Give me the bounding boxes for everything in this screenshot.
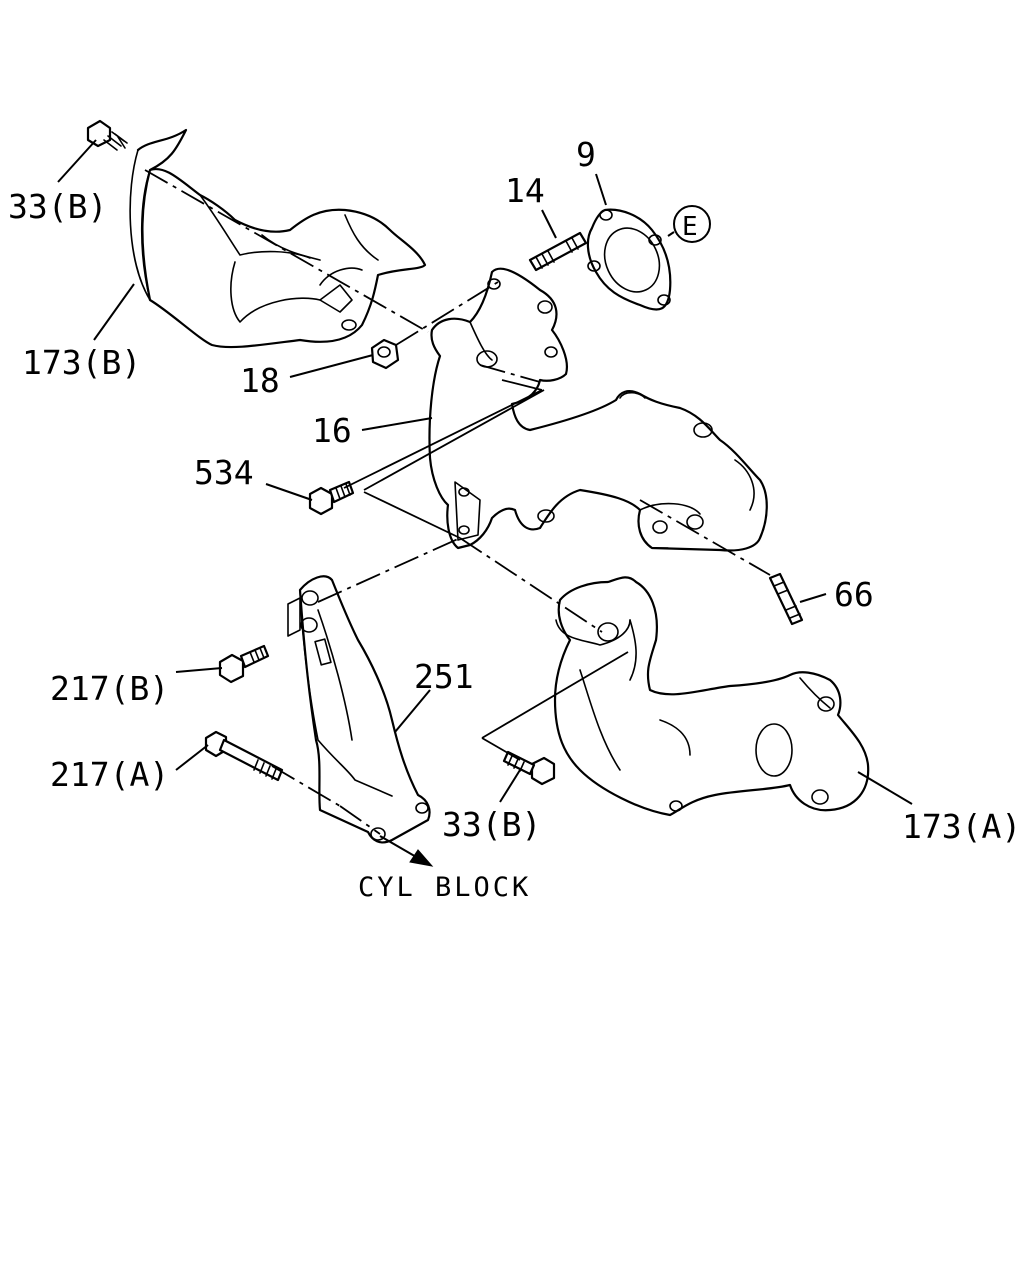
heat-shield-173a <box>553 576 870 817</box>
leader-lines <box>57 139 913 805</box>
label-33b-bottom: 33(B) <box>442 805 541 844</box>
alignment-lines <box>144 169 771 835</box>
label-cyl-block: CYL BLOCK <box>358 872 531 903</box>
label-16: 16 <box>312 411 352 450</box>
callout-e-circle <box>667 205 711 243</box>
bolt-217a <box>204 730 284 782</box>
nut-18 <box>370 338 400 370</box>
assembly-lines <box>343 379 629 761</box>
bolt-217b <box>218 644 270 684</box>
part-labels: 33(B) 173(B) 18 16 534 14 9 E 66 217(B) … <box>8 135 1021 903</box>
label-534: 534 <box>194 453 254 492</box>
label-251: 251 <box>414 657 474 696</box>
exhaust-manifold-16 <box>428 267 768 552</box>
stud-14 <box>528 231 588 272</box>
gasket-9 <box>586 208 672 311</box>
label-14: 14 <box>505 171 545 210</box>
label-33b-top: 33(B) <box>8 187 107 226</box>
label-217b: 217(B) <box>50 669 169 708</box>
bolt-33b-top <box>86 119 128 151</box>
bolt-33b-bottom <box>502 750 556 786</box>
heat-shield-173b <box>129 128 427 349</box>
label-9: 9 <box>576 135 596 174</box>
cyl-block-arrow <box>379 835 434 867</box>
label-e: E <box>682 212 698 242</box>
label-217a: 217(A) <box>50 755 169 794</box>
label-173b: 173(B) <box>22 343 141 382</box>
stud-66 <box>768 572 804 626</box>
label-18: 18 <box>240 361 280 400</box>
bracket-251 <box>287 575 431 844</box>
label-173a: 173(A) <box>902 807 1021 846</box>
label-66: 66 <box>834 575 874 614</box>
